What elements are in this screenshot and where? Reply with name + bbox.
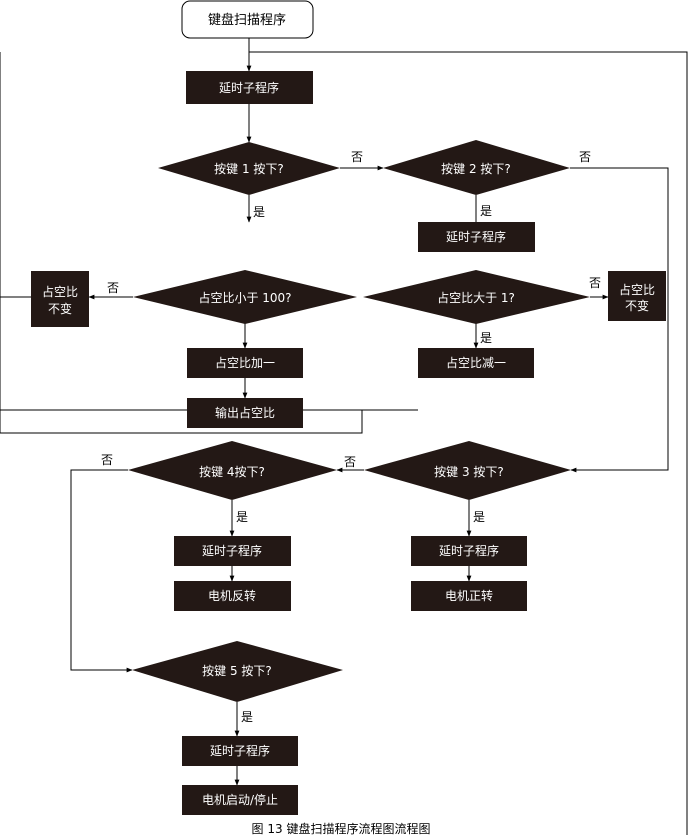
forward-box [411,581,527,611]
yes-label-key1: 是 [253,205,265,219]
key5-decision [132,641,343,702]
key2-label: 按键 2 按下? [441,162,511,176]
duty-minus-box [418,348,534,378]
nochange-right-label-2: 不变 [625,298,649,313]
delay-key4-box [174,536,291,566]
no-label-key4: 否 [101,453,113,467]
delay-key3-box [411,536,527,566]
output-box [187,398,303,428]
key3-label: 按键 3 按下? [434,465,504,479]
delay-top-box [186,71,313,104]
no-label-key3: 否 [344,455,356,469]
duty-gt-decision [363,270,590,324]
line-loop-right [249,51,688,835]
line-key2-no [570,167,669,473]
delay-key5-box [182,736,298,766]
yes-label-key4: 是 [236,510,248,524]
key1-decision [158,142,340,195]
duty-lt-label: 占空比小于 100? [198,290,291,305]
reverse-label: 电机反转 [208,588,256,603]
nochange-right-label-1: 占空比 [619,282,655,297]
duty-lt-decision [133,270,357,324]
nochange-right-box [608,271,666,321]
duty-minus-label: 占空比减一 [446,355,506,370]
delay-top-label: 延时子程序 [219,80,279,95]
duty-gt-label: 占空比大于 1? [437,290,515,305]
startstop-box [182,785,298,815]
forward-label: 电机正转 [445,588,493,603]
delay-key4-label: 延时子程序 [202,543,262,558]
figure-caption: 图 13 键盘扫描程序流程图流程图 [252,821,431,836]
yes-label-key3: 是 [473,510,485,524]
delay-key3-label: 延时子程序 [439,543,499,558]
nochange-left-label-2: 不变 [48,301,72,316]
process-boxes [31,71,666,815]
start-node [181,0,314,39]
yes-label-key5: 是 [241,710,253,724]
duty-plus-box [187,348,303,378]
no-label-duty-gt: 否 [589,276,601,290]
key1-label: 按键 1 按下? [214,162,284,176]
key2-decision [383,140,570,195]
output-label: 输出占空比 [215,405,275,420]
connector-lines [0,38,688,835]
no-label-key1: 否 [351,150,363,164]
line-loop-left [0,52,187,411]
duty-plus-label: 占空比加一 [215,355,275,370]
key5-label: 按键 5 按下? [202,664,272,678]
delay-key2-label: 延时子程序 [446,229,506,244]
startstop-label: 电机启动/停止 [202,792,278,807]
no-label-key2: 否 [579,150,591,164]
no-label-duty-lt: 否 [107,281,119,295]
nochange-left-box [31,271,89,327]
yes-label-duty-gt: 是 [480,331,492,345]
line-key4-no [70,469,133,673]
branch-labels: 否 否 是 是 否 否 是 否 否 是 是 是 [101,150,601,724]
delay-key2-box [418,222,535,252]
key4-decision [128,441,337,500]
key4-label: 按键 4按下? [199,465,265,479]
line-output-loop-2 [0,410,363,434]
reverse-box [174,581,291,611]
key3-decision [364,441,571,500]
delay-key5-label: 延时子程序 [210,743,270,758]
process-box-labels: 延时子程序 延时子程序 占空比 不变 占空比 不变 占空比加一 输出占空比 占空… [42,80,655,807]
decision-diamonds [128,140,590,702]
yes-label-key2: 是 [480,204,492,218]
decision-labels: 按键 1 按下? 按键 2 按下? 占空比小于 100? 占空比大于 1? 按键… [198,162,514,678]
nochange-left-label-1: 占空比 [42,284,78,299]
start-node-label: 键盘扫描程序 [208,12,286,28]
